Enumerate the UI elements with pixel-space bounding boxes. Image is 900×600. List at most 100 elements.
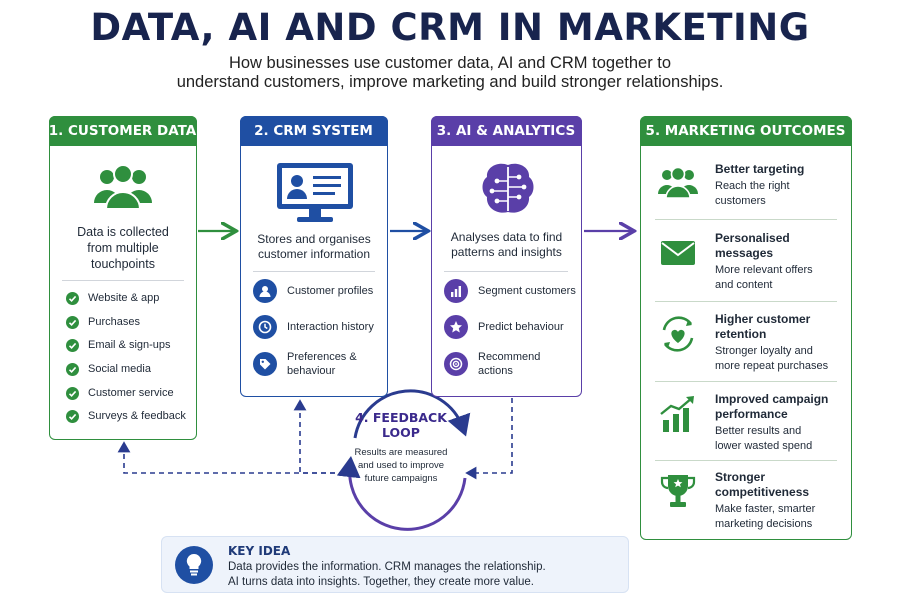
- customer-data-header: 1. CUSTOMER DATA: [48, 115, 197, 146]
- crm-feature-label: Customer profiles: [287, 285, 374, 297]
- outcome-desc: Better results and lower wasted spend: [715, 424, 865, 454]
- outcome-item: Better targeting Reach the right customer…: [655, 162, 855, 240]
- outcome-title: Better targeting: [715, 162, 865, 177]
- touchpoint-label: Customer service: [88, 387, 174, 399]
- desc-line: Analyses data to find: [450, 230, 563, 244]
- outcome-divider: [655, 460, 837, 461]
- crm-system-header: 2. CRM SYSTEM: [239, 115, 388, 146]
- crm-feature-label: Preferences &: [287, 351, 357, 363]
- outcome-title-line: retention: [715, 327, 767, 341]
- touchpoint-label: Surveys & feedback: [88, 410, 186, 422]
- ai-feature-item: Predict behaviour: [444, 314, 604, 340]
- subtitle-line: How businesses use customer data, AI and…: [228, 54, 672, 72]
- outcome-divider: [655, 301, 837, 302]
- desc-line: Data is collected: [77, 225, 169, 239]
- crm-feature-item: Customer profiles: [253, 278, 413, 304]
- outcome-title-line: performance: [715, 407, 788, 421]
- desc-line: customer information: [257, 247, 371, 261]
- dashed-return-to-data: [117, 441, 344, 474]
- crm-feature-item: Preferences & behaviour: [253, 349, 413, 379]
- check-icon: [66, 315, 79, 329]
- clock-icon: [253, 315, 277, 339]
- outcome-title-line: Stronger: [715, 470, 766, 484]
- feedback-desc-line: and used to improve: [357, 460, 445, 471]
- envelope-icon: [661, 241, 695, 265]
- outcome-desc-line: customers: [715, 195, 766, 207]
- touchpoint-label: Social media: [88, 363, 151, 375]
- people-icon: [658, 166, 698, 199]
- outcome-title-line: Higher customer: [715, 312, 811, 326]
- feedback-loop-ring-top: [353, 389, 471, 439]
- outcome-desc-line: Stronger loyalty and: [715, 345, 813, 357]
- card-divider: [62, 280, 184, 281]
- feedback-loop-description: Results are measured and used to improve…: [340, 446, 462, 485]
- outcome-title-line: Better targeting: [715, 162, 805, 176]
- ai-description: Analyses data to find patterns and insig…: [432, 230, 581, 260]
- dashed-ai-to-loop: [465, 398, 513, 480]
- page-subtitle: How businesses use customer data, AI and…: [60, 54, 840, 92]
- outcome-desc-line: More relevant offers: [715, 264, 813, 276]
- heart-cycle-icon: [662, 316, 694, 352]
- crm-feature-label: behaviour: [287, 365, 336, 377]
- touchpoint-item: Purchases: [66, 314, 216, 330]
- outcome-desc: More relevant offers and content: [715, 263, 865, 293]
- touchpoint-label: Purchases: [88, 316, 140, 328]
- page-title: DATA, AI AND CRM IN MARKETING: [90, 6, 810, 49]
- people-group-icon: [94, 164, 152, 210]
- ai-feature-label: Recommend: [478, 351, 541, 363]
- dashed-return-to-crm: [293, 399, 344, 474]
- touchpoint-label: Email & sign-ups: [88, 339, 171, 351]
- outcome-desc-line: Make faster, smarter: [715, 503, 816, 515]
- outcome-divider: [655, 219, 837, 220]
- growth-chart-icon: [660, 396, 694, 432]
- touchpoint-item: Email & sign-ups: [66, 337, 216, 353]
- touchpoint-item: Website & app: [66, 290, 216, 306]
- outcome-divider: [655, 381, 837, 382]
- desc-line: from multiple: [87, 241, 159, 255]
- key-idea-text: Data provides the information. CRM manag…: [228, 560, 618, 590]
- feedback-loop-ring-bottom: [336, 456, 467, 531]
- subtitle-line: understand customers, improve marketing …: [176, 73, 724, 91]
- touchpoint-item: Customer service: [66, 385, 216, 401]
- outcome-title-line: competitiveness: [715, 485, 810, 499]
- touchpoint-label: Website & app: [88, 292, 160, 304]
- check-icon: [66, 362, 79, 376]
- outcome-desc-line: lower wasted spend: [715, 440, 813, 452]
- outcome-title-line: Improved campaign: [715, 392, 829, 406]
- outcome-title-line: messages: [715, 246, 774, 260]
- key-idea-line: Data provides the information. CRM manag…: [228, 561, 546, 573]
- ai-analytics-header: 3. AI & ANALYTICS: [430, 115, 582, 146]
- bar-chart-icon: [444, 279, 468, 303]
- ai-analytics-card: 3. AI & ANALYTICS Analyses data to find …: [430, 115, 582, 397]
- feedback-loop: 4. FEEDBACK LOOP Results are measured an…: [340, 410, 462, 485]
- feedback-loop-title: 4. FEEDBACK LOOP: [340, 410, 462, 440]
- star-icon: [444, 315, 468, 339]
- crm-feature-label: Interaction history: [287, 321, 374, 333]
- feedback-title-line: LOOP: [382, 425, 420, 440]
- card-divider: [444, 271, 568, 272]
- card-divider: [253, 271, 375, 272]
- desc-line: patterns and insights: [451, 245, 562, 259]
- check-icon: [66, 409, 79, 423]
- outcome-desc-line: Reach the right: [715, 180, 790, 192]
- customer-data-card: 1. CUSTOMER DATA Data is collected from …: [48, 115, 197, 440]
- outcome-desc-line: and content: [715, 279, 773, 291]
- outcome-desc-line: more repeat purchases: [715, 360, 829, 372]
- lightbulb-icon: [175, 546, 213, 584]
- key-idea-line: AI turns data into insights. Together, t…: [228, 576, 534, 588]
- outcome-title-line: Personalised: [715, 231, 790, 245]
- outcome-desc-line: Better results and: [715, 425, 802, 437]
- feedback-title-line: 4. FEEDBACK: [355, 410, 447, 425]
- brain-circuit-icon: [482, 163, 534, 213]
- person-icon: [253, 279, 277, 303]
- crm-system-card: 2. CRM SYSTEM Stores and organises custo…: [239, 115, 388, 397]
